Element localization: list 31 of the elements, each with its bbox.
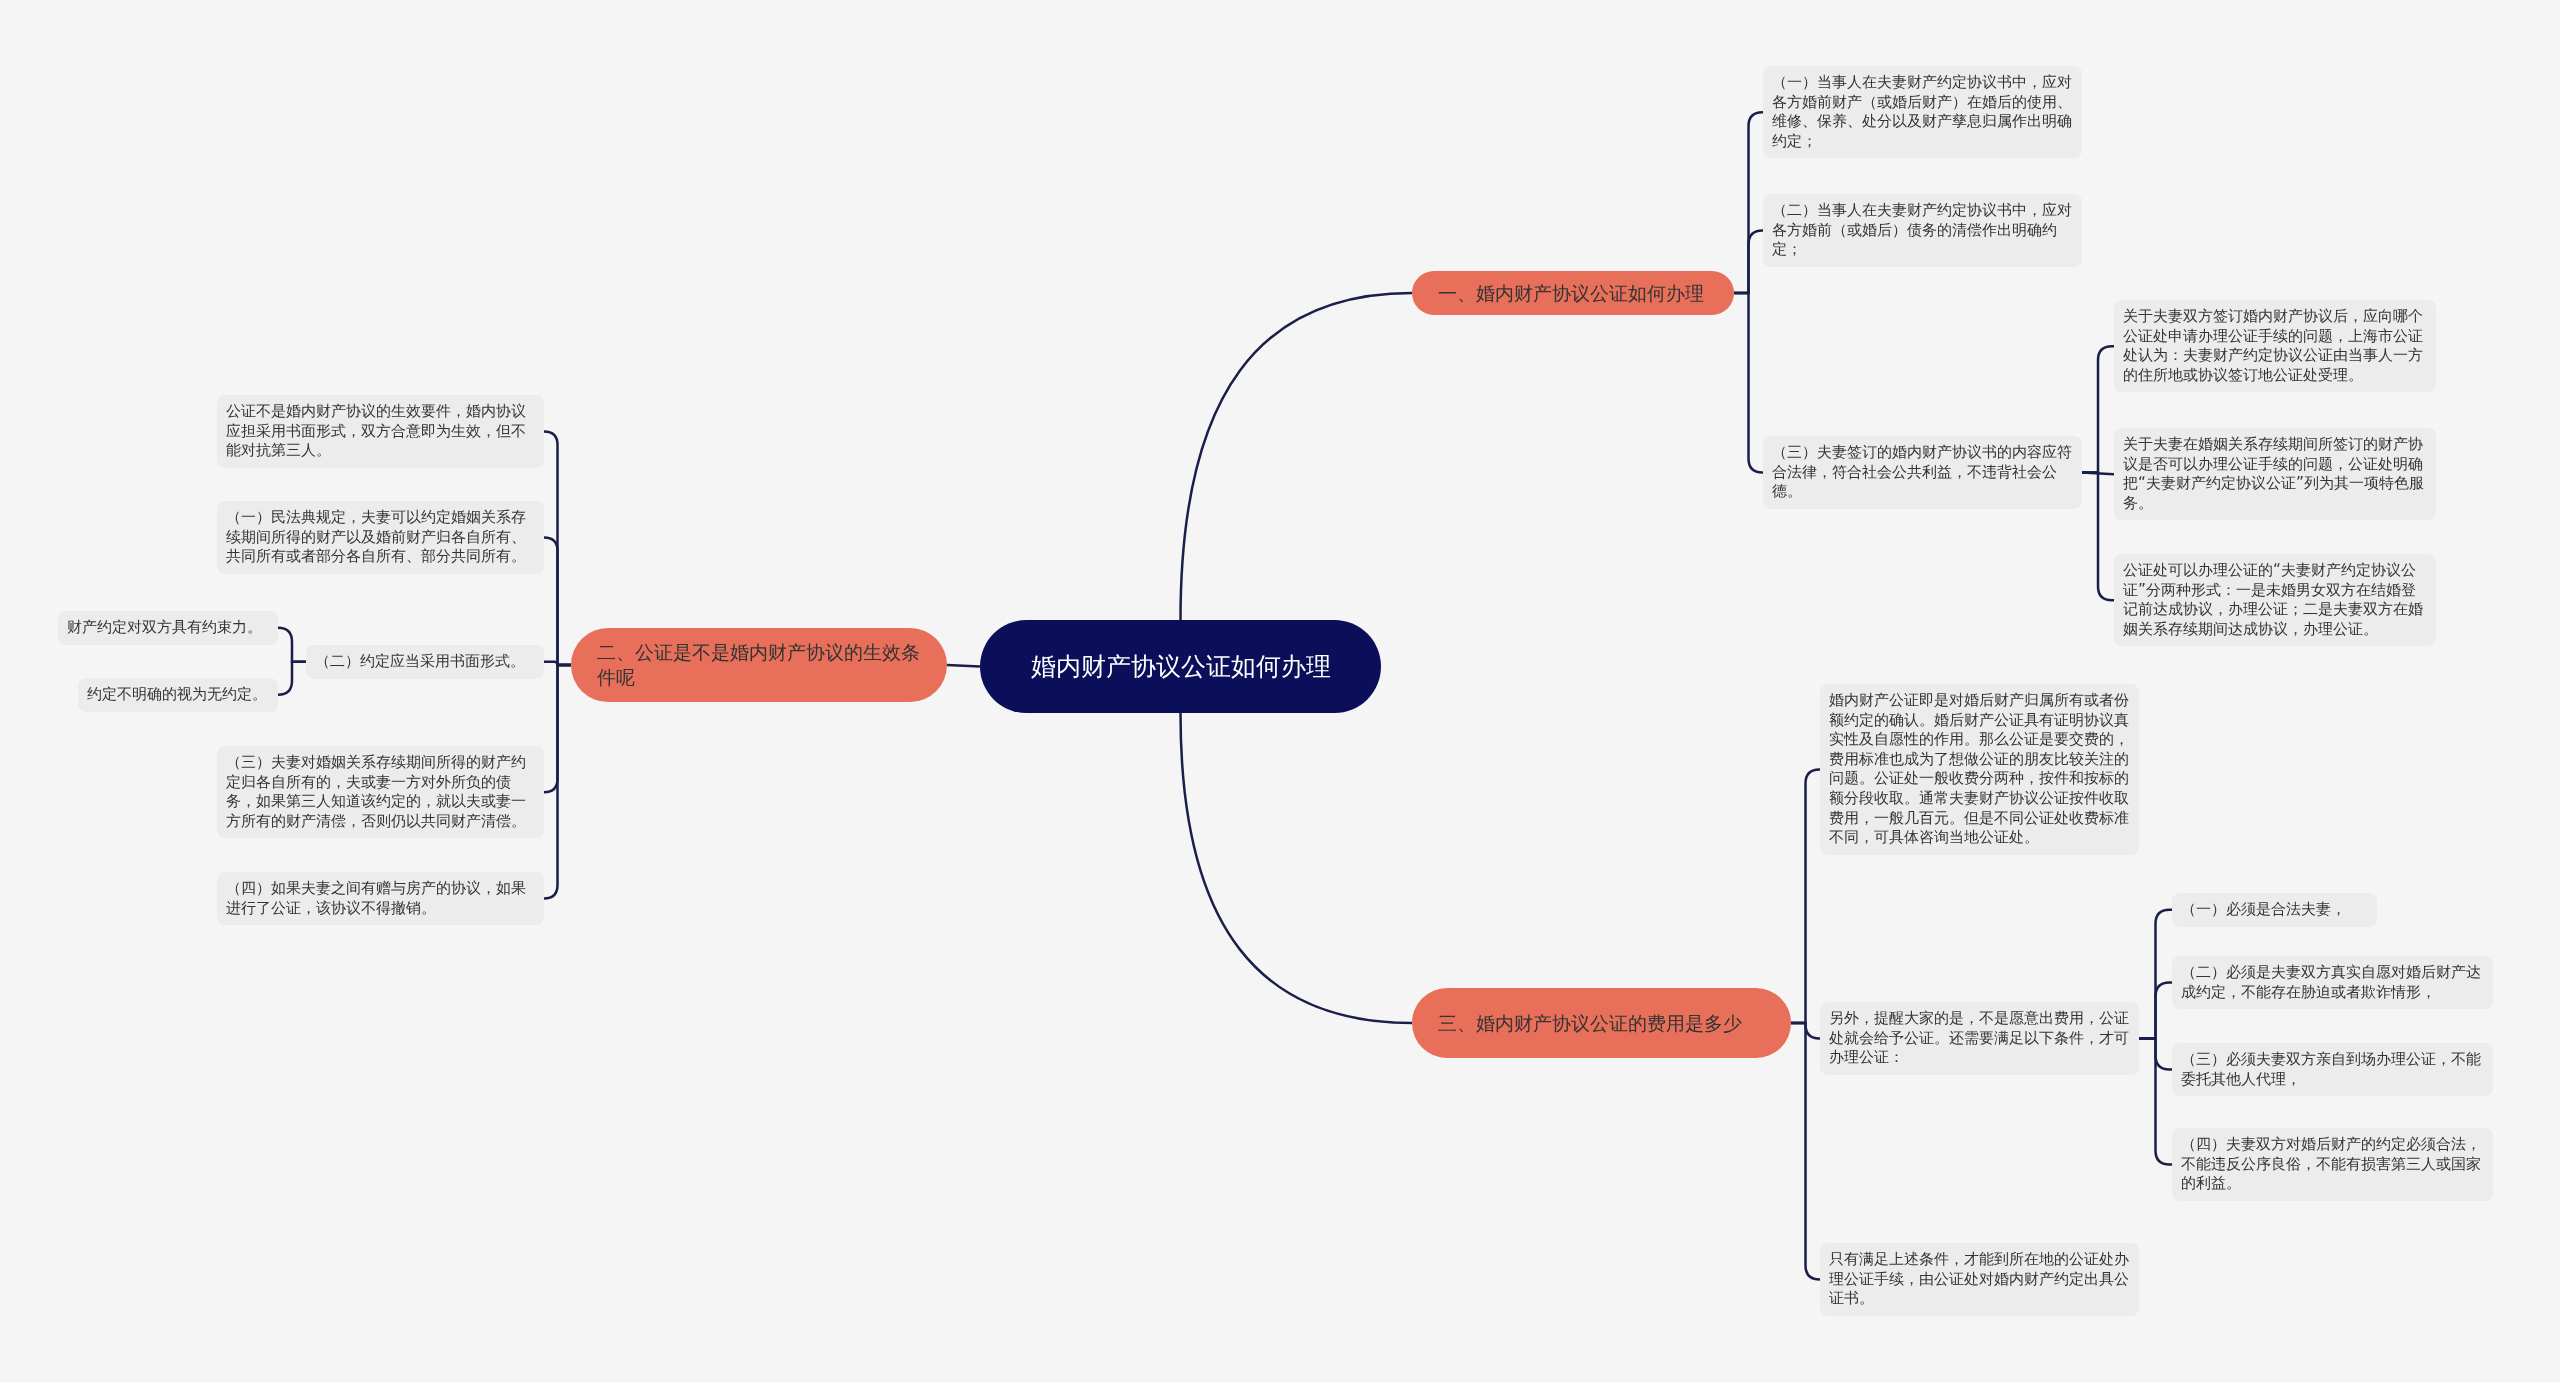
topic-box: （一）必须是合法夫妻，: [2172, 893, 2377, 927]
topic-box: 另外，提醒大家的是，不是愿意出费用，公证处就会给予公证。还需要满足以下条件，才可办理公证：: [1820, 1002, 2139, 1075]
topic-box: 关于夫妻在婚姻关系存续期间所签订的财产协议是否可以办理公证手续的问题，公证处明确把“夫妻财产约定协议公证”列为其一项特色服务。: [2114, 428, 2436, 521]
connector-line: [1179, 291, 1413, 621]
topic-box: 约定不明确的视为无约定。: [78, 678, 278, 712]
topic-box: （三）必须夫妻双方亲自到场办理公证，不能委托其他人代理，: [2172, 1043, 2493, 1097]
topic-box: （四）夫妻双方对婚后财产的约定必须合法，不能违反公序良俗，不能有损害第三人或国家的利益。: [2172, 1128, 2493, 1201]
connector-line: [542, 663, 571, 900]
branch-topic: 二、公证是不是婚内财产协议的生效条件呢: [571, 628, 947, 702]
topic-box: （二）必须是夫妻双方真实自愿对婚后财产达成约定，不能存在胁迫或者欺诈情形，: [2172, 956, 2493, 1010]
root-topic: 婚内财产协议公证如何办理: [980, 620, 1381, 713]
topic-box: （二）当事人在夫妻财产约定协议书中，应对各方婚前（或婚后）债务的清偿作出明确约定；: [1763, 194, 2082, 267]
topic-box: （一）民法典规定，夫妻可以约定婚姻关系存续期间所得的财产以及婚前财产归各自所有、共同所有或者部分各自所有、部分共同所有。: [217, 501, 544, 574]
topic-box: 公证处可以办理公证的“夫妻财产约定协议公证”分两种形式：一是未婚男女双方在结婚登记前达成协议，办理公证；二是夫妻双方在婚姻关系存续期间达成协议，办理公证。: [2114, 554, 2436, 647]
topic-box: 关于夫妻双方签订婚内财产协议后，应向哪个公证处申请办理公证手续的问题，上海市公证处认为：夫妻财产约定协议公证由当事人一方的住所地或协议签订地公证处受理。: [2114, 300, 2436, 393]
topic-box: （四）如果夫妻之间有赠与房产的协议，如果进行了公证，该协议不得撤销。: [217, 872, 544, 926]
topic-box: （三）夫妻签订的婚内财产协议书的内容应符合法律，符合社会公共利益，不违背社会公德。: [1763, 436, 2082, 509]
topic-box: 财产约定对双方具有约束力。: [58, 611, 278, 645]
branch-topic: 一、婚内财产协议公证如何办理: [1412, 271, 1734, 315]
connector-line: [1734, 291, 1764, 474]
connector-line: [946, 663, 981, 668]
connector-line: [276, 660, 306, 697]
topic-box: 只有满足上述条件，才能到所在地的公证处办理公证手续，由公证处对婚内财产约定出具公证书。: [1820, 1243, 2139, 1316]
connector-line: [1179, 712, 1413, 1025]
topic-box: 婚内财产公证即是对婚后财产归属所有或者份额约定的确认。婚后财产公证具有证明协议真实性及自愿性的作用。那么公证是要交费的，费用标准也成为了想做公证的朋友比较关注的问题。公证处一般收费分两种，按件和按标的额分段收取。通常夫妻财产协议公证按件收取费用，一般几百元。但是不同公证处收费标准不同，可具体咨询当地公证处。: [1820, 684, 2139, 855]
topic-box: （一）当事人在夫妻财产约定协议书中，应对各方婚前财产（或婚后财产）在婚后的使用、维修、保养、处分以及财产孳息归属作出明确约定；: [1763, 66, 2082, 159]
topic-box: （二）约定应当采用书面形式。: [306, 645, 544, 679]
topic-box: （三）夫妻对婚姻关系存续期间所得的财产约定归各自所有的，夫或妻一方对外所负的债务，如果第三人知道该约定的，就以夫或妻一方所有的财产清偿，否则仍以共同财产清偿。: [217, 746, 544, 839]
topic-box: 公证不是婚内财产协议的生效要件，婚内协议应担采用书面形式，双方合意即为生效，但不能对抗第三人。: [217, 395, 544, 468]
connector-line: [1791, 1021, 1821, 1281]
branch-topic: 三、婚内财产协议公证的费用是多少: [1412, 988, 1791, 1058]
